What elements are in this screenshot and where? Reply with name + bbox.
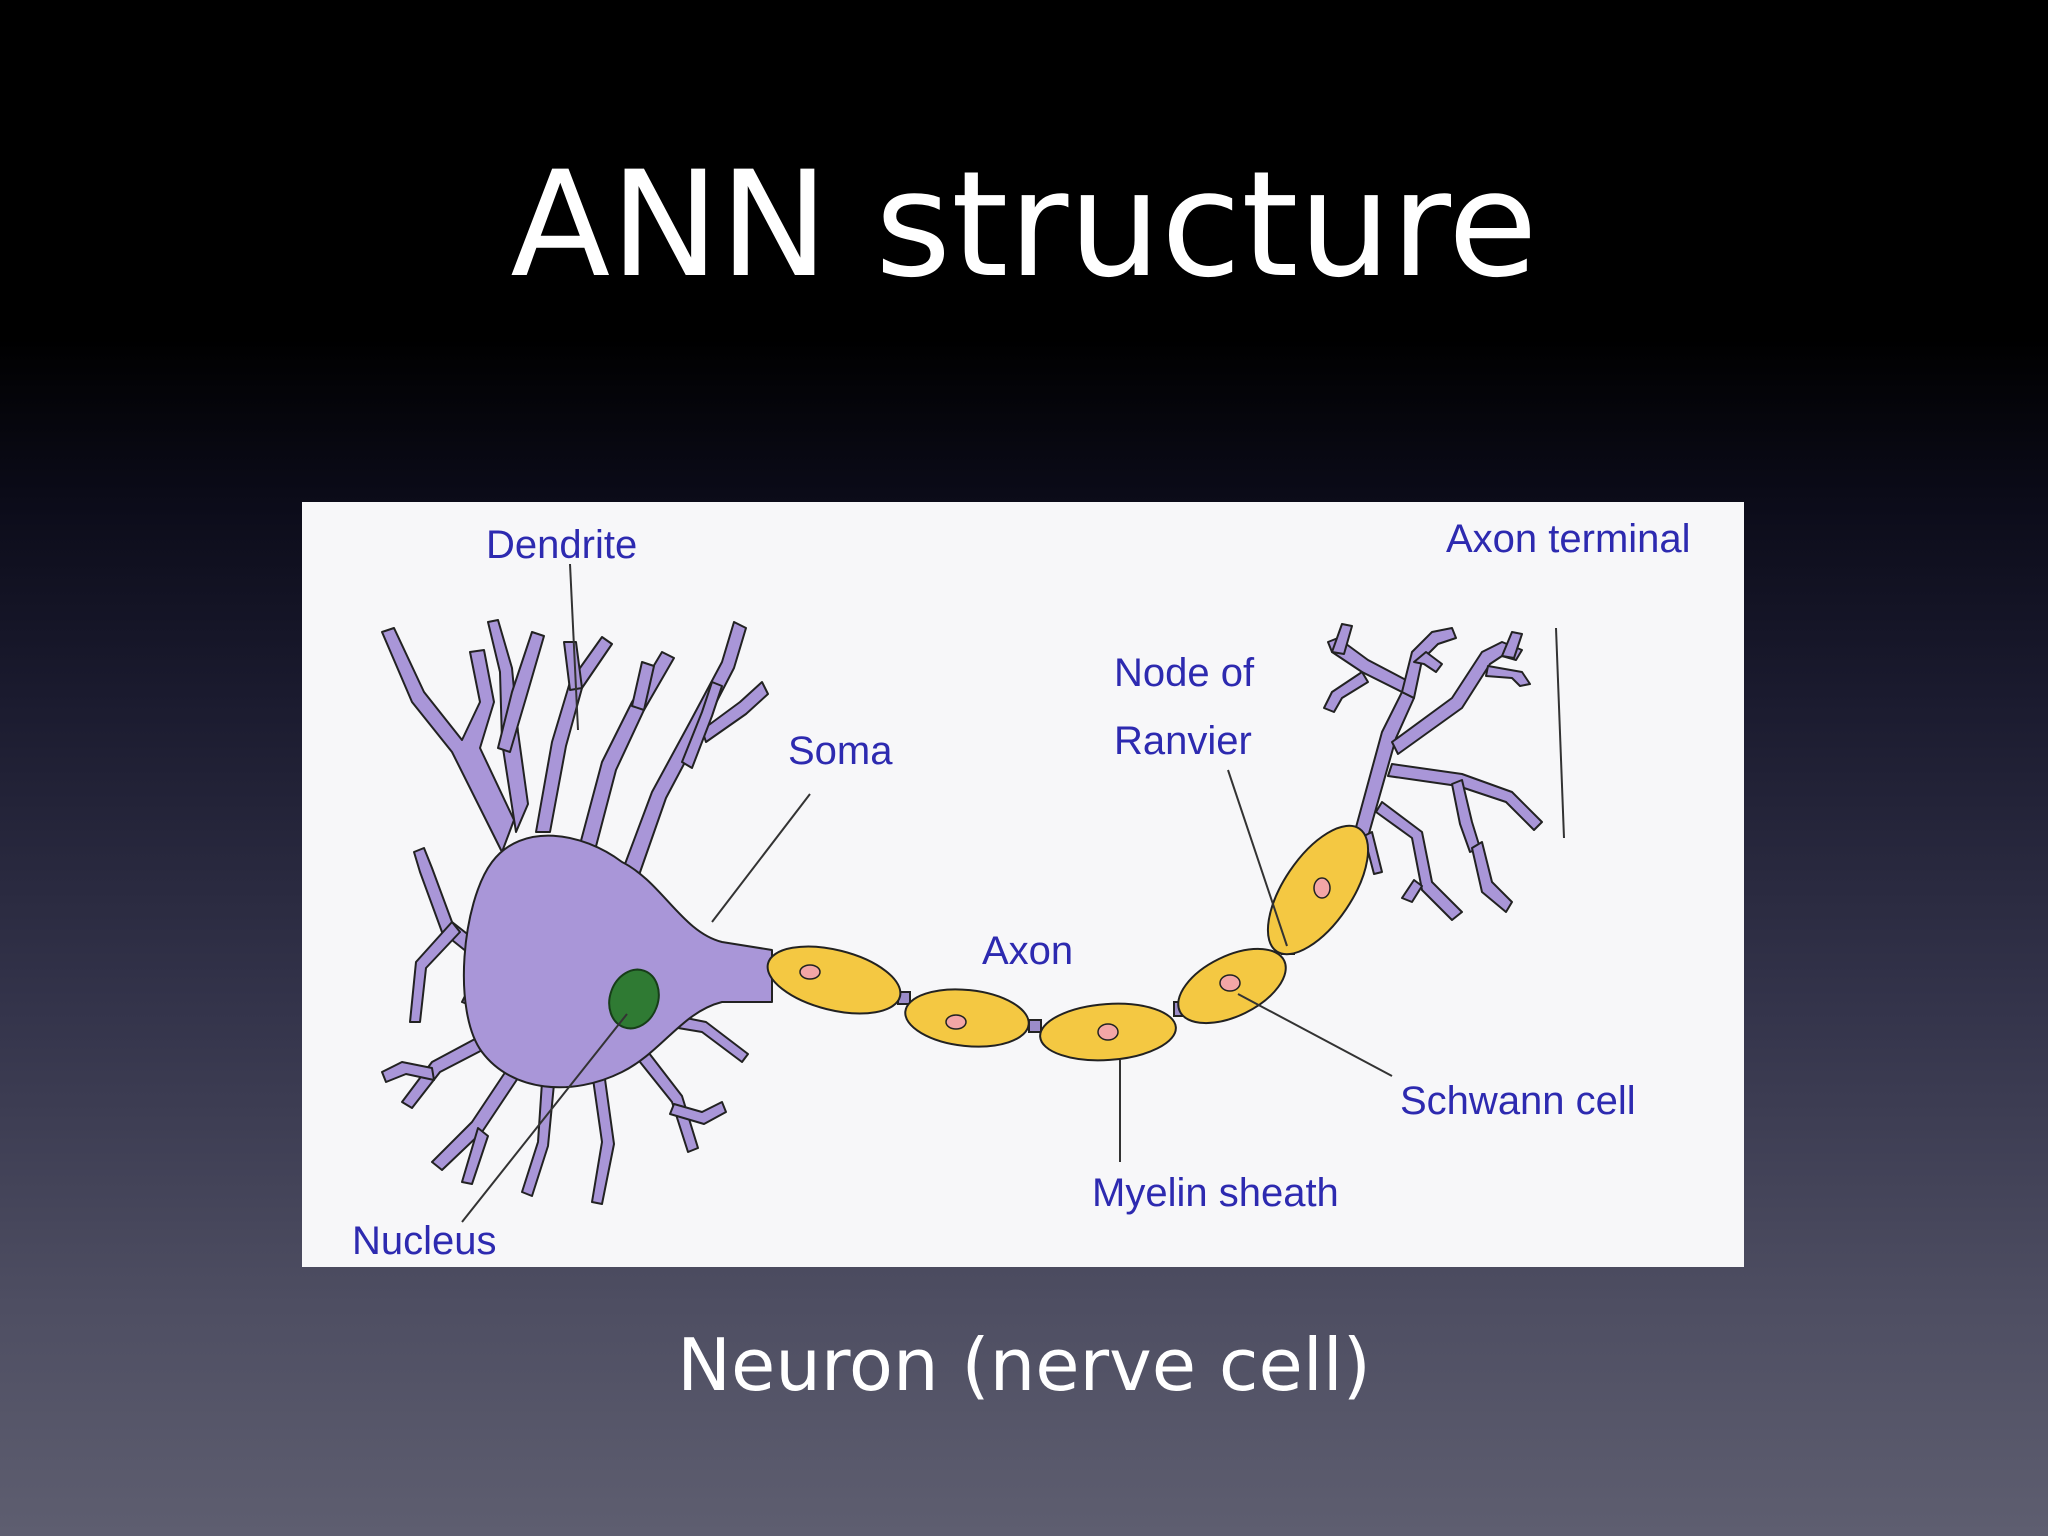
schwann-cell [766,945,902,1015]
terminal-branch [1331,623,1353,655]
terminal-branch [1413,651,1443,673]
terminal-branch [1401,627,1457,699]
slide-caption: Neuron (nerve cell) [677,1323,1371,1407]
terminal-branch [1375,801,1463,921]
terminal-branch [1323,671,1369,713]
schwann-nucleus [1313,877,1331,899]
schwann-nucleus [799,964,821,980]
label-node-of-ranvier-line1: Node of [1114,651,1255,695]
neuron-diagram-graphic: Dendrite Soma Nucleus Axon Node of Ranvi… [352,517,1691,1263]
label-axon-terminal: Axon terminal [1446,517,1691,561]
nucleus-shape [608,968,660,1030]
node-of-ranvier [1028,1019,1042,1033]
dendrite-branch [681,681,723,769]
dendrite-branch [461,1127,489,1185]
schwann-nuclei [799,877,1331,1041]
schwann-nucleus [945,1014,967,1030]
dendrite-branch [631,661,655,711]
terminal-branch [1451,779,1481,853]
dendrite-branch [669,1101,727,1125]
label-schwann-cell: Schwann cell [1400,1079,1636,1123]
node-of-ranvier-leader [1227,769,1288,947]
label-soma: Soma [788,729,893,773]
dendrite-leader [569,563,579,731]
schwann-cell-leader [1237,993,1393,1077]
slide-title: ANN structure [510,140,1538,310]
terminal-branch [1387,763,1543,831]
nucleus-leader [461,1013,628,1223]
dendrite-branch [563,641,583,691]
dendrite-branch [381,627,515,853]
label-dendrite: Dendrite [486,523,637,567]
terminal-branch [1391,641,1523,755]
terminal-branch [1501,631,1523,659]
axon-terminal-shape [1323,623,1543,921]
dendrite-branch [577,651,675,855]
soma-leader [711,793,811,923]
neuron-diagram: Dendrite Soma Nucleus Axon Node of Ranvi… [302,502,1744,1267]
dendrite-branch [591,1071,615,1205]
terminal-branch [1471,841,1513,913]
dendrite-branch [381,1061,435,1083]
label-myelin-sheath: Myelin sheath [1092,1171,1339,1215]
terminal-branch [1327,637,1407,693]
dendrite-branch [621,621,747,879]
dendrite-branch [497,631,545,753]
dendrite-branch [535,636,613,833]
leader-lines [461,563,1565,1223]
axon-terminal-leader [1555,627,1565,839]
label-axon: Axon [982,929,1073,973]
myelin-sheath-segments [766,824,1370,1062]
dendrite-branch [701,681,769,743]
schwann-nucleus [1097,1023,1119,1041]
terminal-branch [1485,665,1531,687]
dendrite-branch [409,921,461,1023]
label-nucleus: Nucleus [352,1219,497,1263]
label-node-of-ranvier-line2: Ranvier [1114,719,1252,763]
schwann-nucleus [1219,974,1241,992]
soma-body [462,834,773,1089]
terminal-branch [1401,879,1423,903]
soma-and-dendrites [381,619,773,1205]
schwann-cell [904,988,1030,1048]
